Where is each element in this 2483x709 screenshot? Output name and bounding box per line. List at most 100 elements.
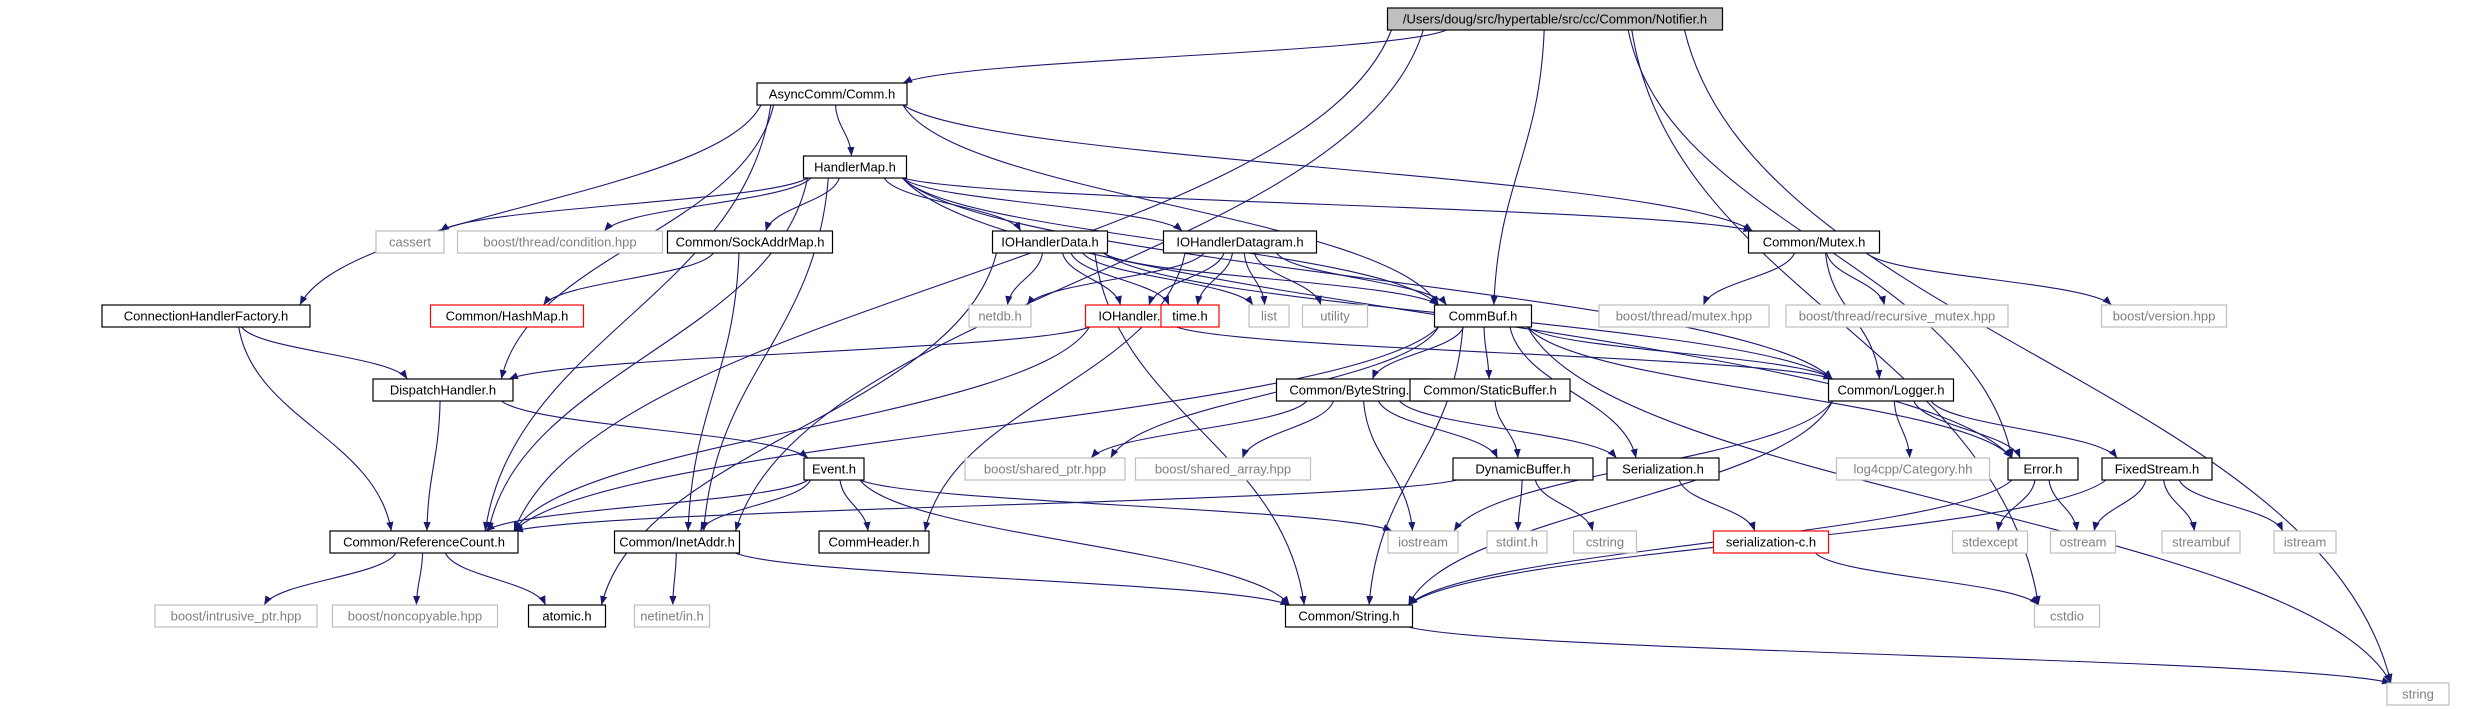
- node-box: [1386, 7, 1724, 31]
- node-commbuf[interactable]: CommBuf.h: [1433, 304, 1533, 328]
- node-sharedptr: boost/shared_ptr.hpp: [964, 457, 1126, 481]
- node-string_h[interactable]: Common/String.h: [1284, 604, 1414, 628]
- node-dynbuf[interactable]: DynamicBuffer.h: [1452, 457, 1594, 481]
- node-root[interactable]: /Users/doug/src/hypertable/src/cc/Common…: [1386, 7, 1724, 31]
- node-label: CommBuf.h: [1449, 309, 1518, 324]
- edge-logger-to-fixedstream: [1930, 400, 2118, 459]
- edge-logger-to-string_h: [1408, 400, 1833, 606]
- node-label: boost/version.hpp: [2113, 309, 2216, 324]
- node-iohandler[interactable]: IOHandler.h: [1084, 304, 1182, 328]
- node-event[interactable]: Event.h: [803, 457, 865, 481]
- edge-sockaddrmap-to-hashmap: [543, 252, 714, 306]
- node-fixedstream[interactable]: FixedStream.h: [2101, 457, 2213, 481]
- node-label: Common/StaticBuffer.h: [1423, 383, 1556, 398]
- node-serialization[interactable]: Serialization.h: [1606, 457, 1720, 481]
- node-box: [803, 457, 865, 481]
- node-box: [2100, 304, 2228, 328]
- node-stdint: stdint.h: [1486, 530, 1548, 554]
- node-inetaddr[interactable]: Common/InetAddr.h: [613, 530, 741, 554]
- node-label: serialization-c.h: [1726, 535, 1816, 550]
- edge-handlermap-to-logger: [902, 177, 1833, 380]
- node-label: Common/ByteString.h: [1289, 383, 1416, 398]
- edge-inetaddr-to-string_h: [735, 552, 1290, 606]
- node-time[interactable]: time.h: [1160, 304, 1220, 328]
- node-staticbuf[interactable]: Common/StaticBuffer.h: [1409, 378, 1571, 402]
- node-hashmap[interactable]: Common/HashMap.h: [429, 304, 585, 328]
- edge-commbuf-to-error: [1527, 326, 2013, 459]
- node-box: [375, 230, 445, 254]
- node-label: Serialization.h: [1622, 462, 1704, 477]
- node-logger[interactable]: Common/Logger.h: [1827, 378, 1955, 402]
- edge-commbuf-to-logger: [1527, 326, 1833, 380]
- nodes-layer: /Users/doug/src/hypertable/src/cc/Common…: [101, 7, 2450, 706]
- node-box: [633, 604, 711, 628]
- node-label: string: [2402, 687, 2434, 702]
- edge-handlermap-to-cassert: [439, 177, 808, 232]
- node-comm[interactable]: AsyncComm/Comm.h: [756, 82, 908, 106]
- node-box: [1606, 457, 1720, 481]
- node-box: [331, 604, 499, 628]
- node-recmutex: boost/thread/recursive_mutex.hpp: [1785, 304, 2009, 328]
- node-box: [1409, 378, 1571, 402]
- node-box: [1835, 457, 1991, 481]
- edge-comm-to-commbuf: [902, 104, 1439, 306]
- edge-bytestring-to-sharedptr: [1090, 400, 1308, 459]
- node-label: log4cpp/Category.hh: [1853, 462, 1972, 477]
- edge-serialization-to-serializationc: [1678, 479, 1756, 532]
- node-box: [1301, 304, 1369, 328]
- node-label: boost/noncopyable.hpp: [348, 609, 482, 624]
- node-label: netdb.h: [978, 309, 1021, 324]
- node-error[interactable]: Error.h: [2007, 457, 2079, 481]
- node-iohandlerdata[interactable]: IOHandlerData.h: [991, 230, 1109, 254]
- node-label: Common/Logger.h: [1838, 383, 1945, 398]
- node-box: [329, 530, 519, 554]
- node-label: boost/thread/mutex.hpp: [1616, 309, 1753, 324]
- node-label: Common/String.h: [1298, 609, 1399, 624]
- edge-root-to-comm: [902, 29, 1447, 84]
- edge-iohandlerdatagram-to-iohandler: [1148, 252, 1225, 306]
- node-cstring: cstring: [1572, 530, 1638, 554]
- node-dispatch[interactable]: DispatchHandler.h: [372, 378, 514, 402]
- node-label: stdexcept: [1962, 535, 2018, 550]
- node-iohandlerdatagram[interactable]: IOHandlerDatagram.h: [1162, 230, 1318, 254]
- node-box: [1785, 304, 2009, 328]
- node-connfactory[interactable]: ConnectionHandlerFactory.h: [101, 304, 311, 328]
- node-box: [456, 230, 664, 254]
- node-atomic[interactable]: atomic.h: [527, 604, 607, 628]
- edge-mutex-to-boostmutex: [1702, 252, 1796, 306]
- node-box: [1134, 457, 1312, 481]
- edge-handlermap-to-condition: [603, 177, 812, 232]
- node-list: list: [1248, 304, 1290, 328]
- node-label: IOHandler.h: [1098, 309, 1167, 324]
- node-intrusive: boost/intrusive_ptr.hpp: [154, 604, 318, 628]
- node-label: cstdio: [2050, 609, 2084, 624]
- node-label: streambuf: [2172, 535, 2230, 550]
- node-handlermap[interactable]: HandlerMap.h: [802, 155, 908, 179]
- node-streambuf: streambuf: [2161, 530, 2241, 554]
- edge-bytestring-to-dynbuf: [1378, 400, 1498, 459]
- node-box: [429, 304, 585, 328]
- node-box: [2273, 530, 2337, 554]
- node-cassert: cassert: [375, 230, 445, 254]
- node-label: boost/thread/condition.hpp: [483, 235, 636, 250]
- node-box: [666, 230, 834, 254]
- node-box: [527, 604, 607, 628]
- node-mutex[interactable]: Common/Mutex.h: [1747, 230, 1881, 254]
- node-box: [1452, 457, 1594, 481]
- node-serializationc[interactable]: serialization-c.h: [1712, 530, 1830, 554]
- node-label: boost/intrusive_ptr.hpp: [171, 609, 302, 624]
- node-commheader[interactable]: CommHeader.h: [818, 530, 930, 554]
- node-log4cpp: log4cpp/Category.hh: [1835, 457, 1991, 481]
- node-refcount[interactable]: Common/ReferenceCount.h: [329, 530, 519, 554]
- node-label: ostream: [2060, 535, 2107, 550]
- node-label: DynamicBuffer.h: [1475, 462, 1570, 477]
- edge-comm-to-connfactory: [299, 104, 762, 306]
- edge-commbuf-to-serialization: [1509, 326, 1638, 459]
- node-bytestring[interactable]: Common/ByteString.h: [1275, 378, 1431, 402]
- edge-error-to-ostream: [2048, 479, 2080, 532]
- edge-event-to-string_h: [859, 479, 1290, 606]
- node-sockaddrmap[interactable]: Common/SockAddrMap.h: [666, 230, 834, 254]
- node-sharedarray: boost/shared_array.hpp: [1134, 457, 1312, 481]
- edge-comm-to-handlermap: [834, 104, 855, 157]
- edge-bytestring-to-sharedarray: [1241, 400, 1335, 459]
